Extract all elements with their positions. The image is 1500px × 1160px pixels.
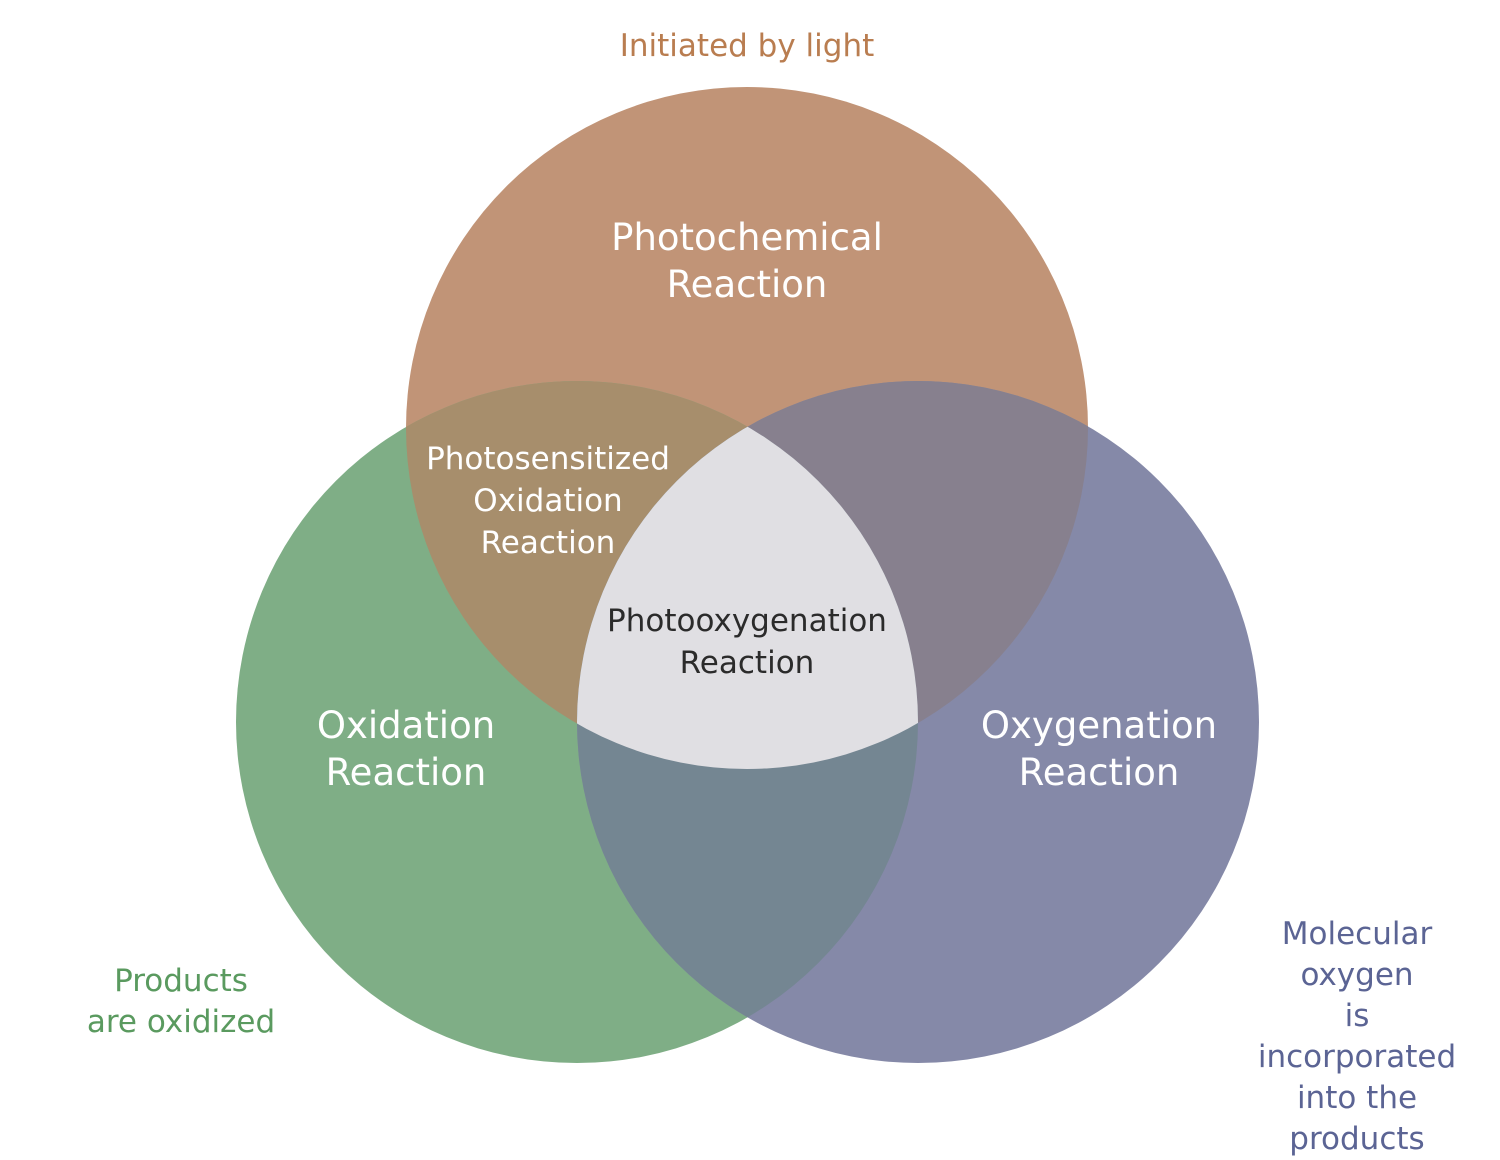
overlap-all-three <box>577 381 918 769</box>
note-oxygenation: Molecular oxygen is incorporated into th… <box>1257 916 1457 1157</box>
note-oxidation: Products are oxidized <box>86 963 276 1040</box>
label-photochemical: Photochemical Reaction <box>611 216 883 306</box>
label-oxidation: Oxidation Reaction <box>316 704 496 794</box>
label-oxygenation: Oxygenation Reaction <box>980 704 1218 794</box>
note-photochemical: Initiated by light <box>619 28 875 64</box>
venn-diagram <box>236 87 1259 1063</box>
label-photosensitized-oxidation: Photosensitized Oxidation Reaction <box>426 441 670 561</box>
label-photooxygenation: Photooxygenation Reaction <box>607 603 887 681</box>
